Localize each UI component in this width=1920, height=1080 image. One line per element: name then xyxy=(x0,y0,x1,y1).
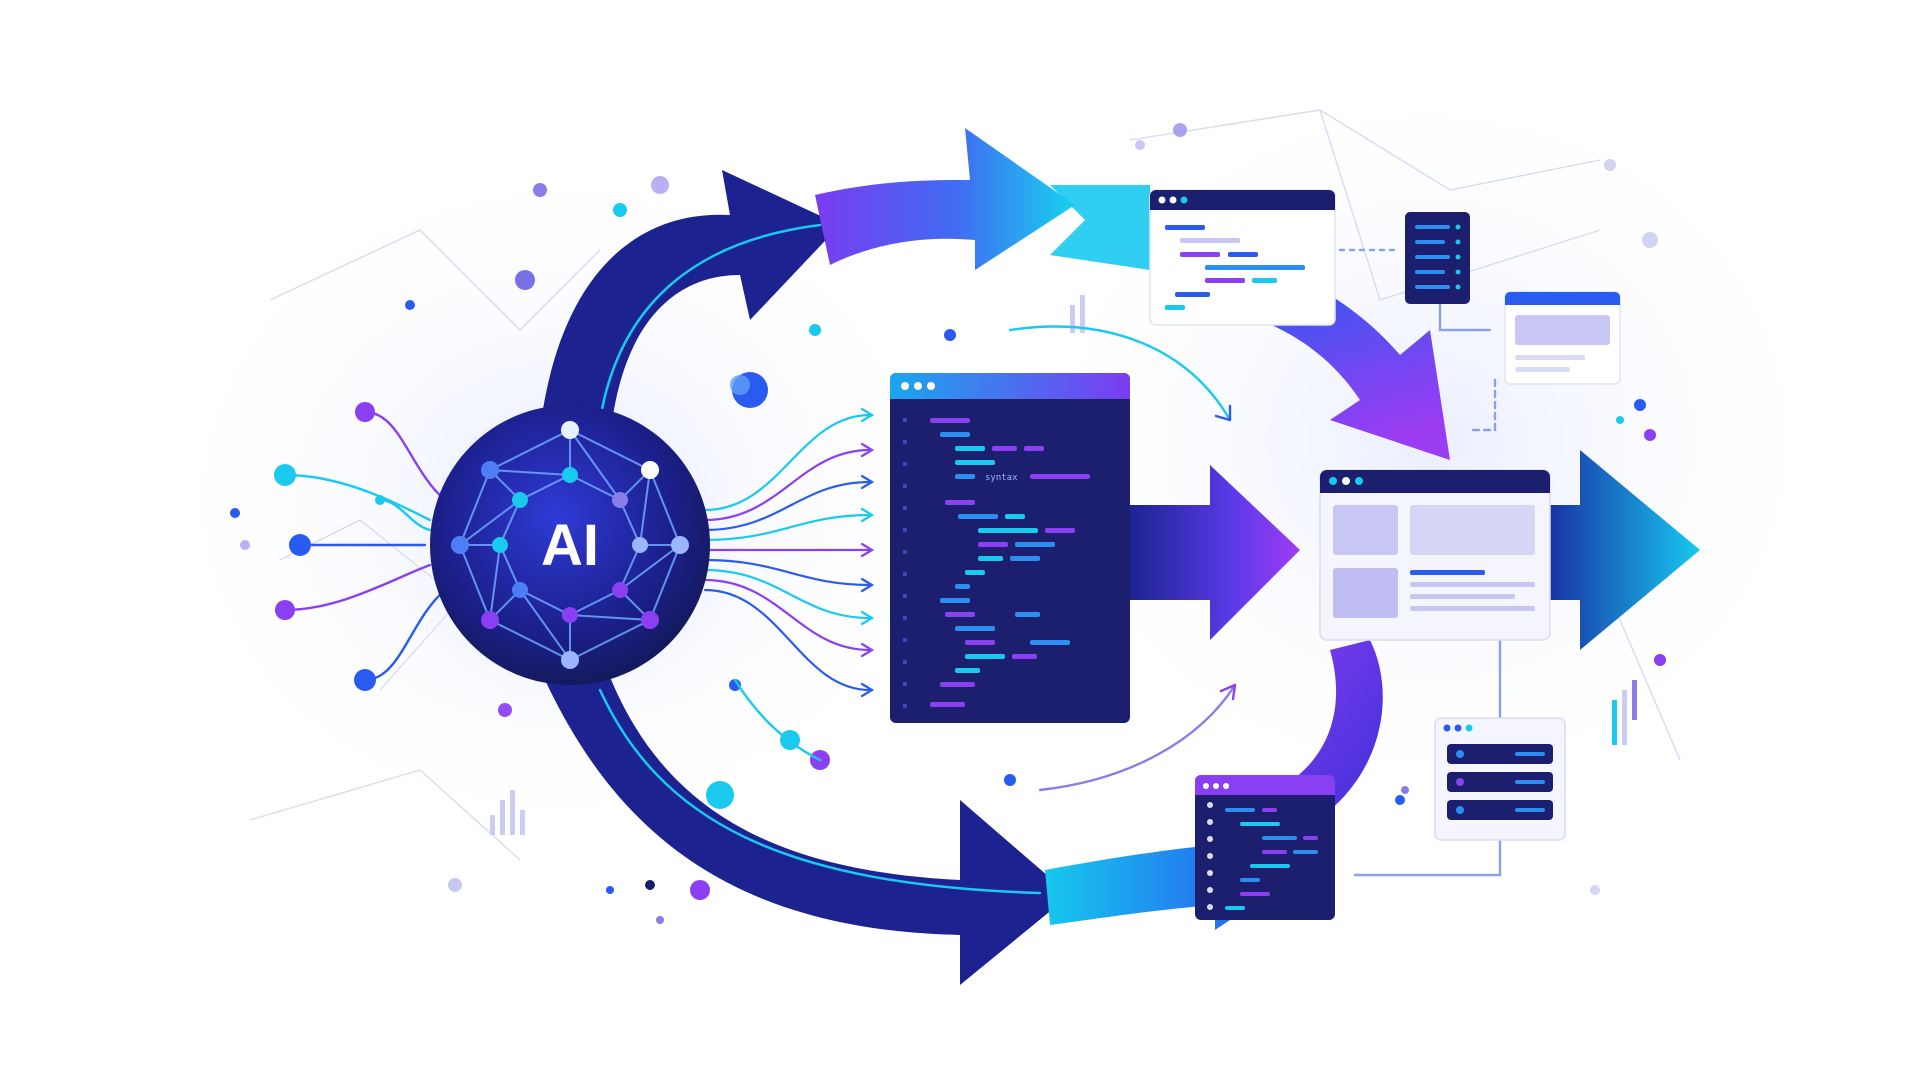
arc-node-bottom xyxy=(706,781,734,809)
arc-highlight-bottom xyxy=(598,688,1042,895)
thin-connectors xyxy=(733,248,1502,877)
code-window-icon: syntax xyxy=(890,373,1130,723)
database-card xyxy=(1434,717,1566,841)
arrow-hub-to-top xyxy=(540,170,840,440)
web-page-icon xyxy=(1319,469,1551,641)
code-gutter xyxy=(903,418,907,708)
hub-mesh-nodes xyxy=(451,421,689,669)
code-card-bottom xyxy=(1195,775,1335,920)
arrow-output xyxy=(1540,450,1700,650)
code-card-top xyxy=(1149,189,1336,326)
ai-hub-icon xyxy=(430,405,710,685)
page-card-small xyxy=(1504,291,1621,385)
ai-label: AI xyxy=(541,513,599,578)
arrow-hub-to-bottom xyxy=(545,650,1070,985)
syntax-token: syntax xyxy=(985,473,1018,483)
bar-decor-right xyxy=(1612,680,1637,745)
hub-output-lines xyxy=(703,413,872,692)
arrow-top xyxy=(815,128,1075,270)
arrow-top-right xyxy=(1050,185,1150,270)
hub-input-nodes xyxy=(274,402,385,691)
scattered-dots xyxy=(230,123,1666,924)
code-lines: syntax xyxy=(930,418,1090,707)
ai-hub: AI xyxy=(430,405,710,685)
arc-highlight-top xyxy=(598,223,822,422)
hub-output-arrowheads xyxy=(860,407,875,698)
bar-decor-top xyxy=(1070,295,1085,333)
bar-decor-left xyxy=(490,790,525,835)
arrow-code-to-page xyxy=(1130,465,1300,640)
server-icon xyxy=(1405,212,1470,304)
